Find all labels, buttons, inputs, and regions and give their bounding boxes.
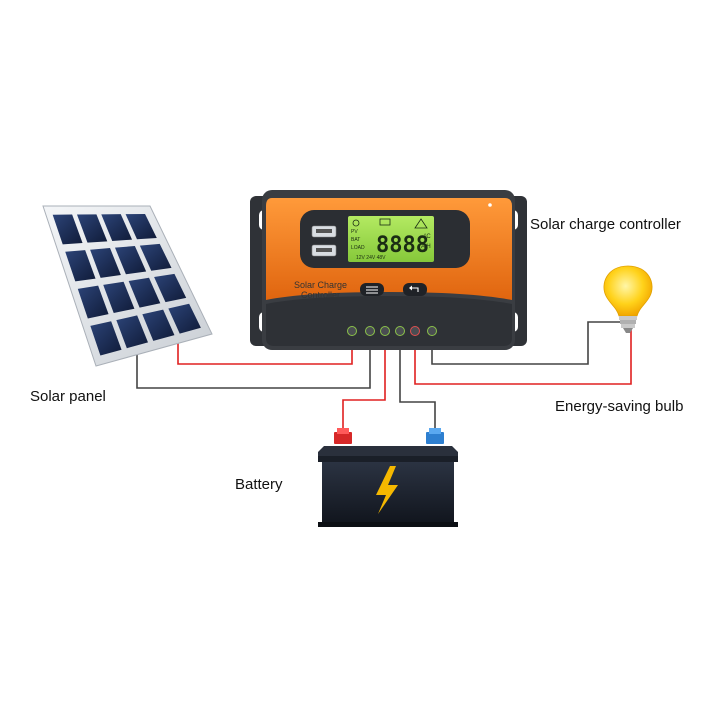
- solar-cell: [90, 321, 122, 356]
- solar-cell: [65, 250, 96, 282]
- lcd-label-pv: PV: [351, 229, 358, 235]
- load-negative-wire: [431, 321, 624, 365]
- controller-face-line2: Controller: [301, 290, 340, 300]
- usb-port-icon: [311, 225, 337, 257]
- solar-cell: [90, 248, 121, 278]
- lcd-digits: 8888: [376, 233, 429, 258]
- solar-cell: [114, 245, 147, 275]
- menu-button-icon: [360, 283, 384, 296]
- charge-controller-icon: PV BAT LOAD 8888 °C A H 12V 24V 48V Sola…: [250, 190, 527, 350]
- solar-cell: [139, 243, 172, 271]
- lcd-unit-top: °C: [424, 234, 431, 240]
- load-positive-wire: [414, 330, 632, 385]
- bulb-label: Energy-saving bulb: [555, 398, 684, 415]
- battery-negative-wire: [399, 336, 436, 430]
- solar-cell: [168, 303, 201, 334]
- solar-cell: [77, 285, 109, 319]
- solar-cell: [116, 315, 148, 349]
- solar-cell: [154, 273, 187, 303]
- solar-cell: [52, 214, 83, 245]
- battery-positive-wire: [342, 336, 386, 430]
- controller-terminals: [347, 326, 437, 336]
- solar-cell: [142, 309, 175, 341]
- lcd-label-load: LOAD: [351, 245, 365, 251]
- battery-icon: [318, 428, 458, 527]
- lightning-bolt-icon: [376, 466, 398, 514]
- panel-label: Solar panel: [30, 388, 106, 405]
- solar-cell: [101, 214, 133, 241]
- controller-face-line1: Solar Charge: [294, 280, 347, 290]
- solar-cell: [76, 214, 108, 243]
- return-button-icon: [403, 283, 427, 296]
- solar-cell: [125, 213, 157, 240]
- controller-label: Solar charge controller: [530, 216, 681, 233]
- battery-label: Battery: [235, 476, 283, 493]
- solar-panel-icon: [42, 205, 213, 367]
- solar-cell: [103, 281, 135, 314]
- panel-negative-wire: [136, 336, 371, 389]
- lcd-display: PV BAT LOAD 8888 °C A H 12V 24V 48V: [348, 216, 434, 262]
- solar-cell: [128, 277, 161, 308]
- lcd-voltages: 12V 24V 48V: [356, 255, 386, 261]
- light-bulb-icon: [603, 265, 653, 333]
- lcd-label-bat: BAT: [351, 237, 360, 243]
- lcd-unit-bottom: A H: [421, 244, 431, 250]
